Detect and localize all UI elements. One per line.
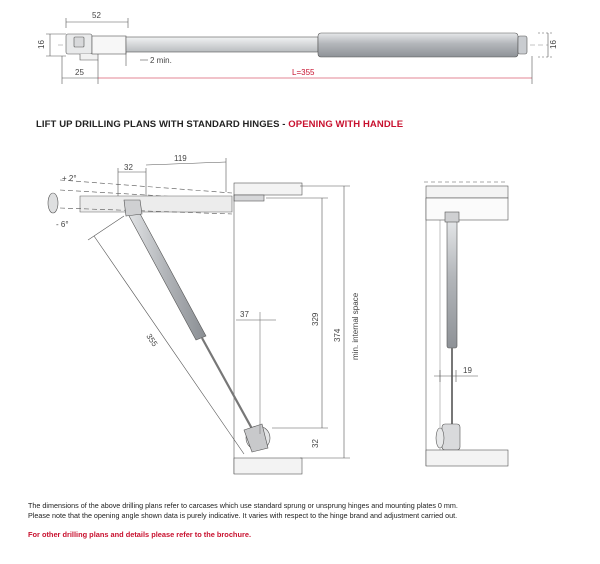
dim-angle-plus: + 2° [62, 174, 77, 183]
note-line-1: The dimensions of the above drilling pla… [28, 501, 458, 510]
dim-16-right: 16 [549, 40, 558, 49]
section-title: LIFT UP DRILLING PLANS WITH STANDARD HIN… [36, 119, 403, 130]
dim-119: 119 [174, 154, 187, 163]
dim-2-min: 2 min. [150, 56, 172, 65]
dim-52: 52 [92, 11, 101, 20]
dim-16-left: 16 [37, 40, 46, 49]
section-title-main: LIFT UP DRILLING PLANS WITH STANDARD HIN… [36, 119, 289, 130]
front-view-drawing [424, 181, 509, 467]
brochure-note: For other drilling plans and details ple… [28, 530, 251, 539]
dim-374: 374 [333, 328, 342, 342]
dim-32-top: 32 [124, 163, 133, 172]
dim-internal-space: min. internal space [351, 292, 360, 360]
dim-length-total: L=355 [292, 68, 315, 77]
side-view-drawing [47, 158, 350, 475]
dim-25: 25 [75, 68, 84, 77]
dim-angle-minus: - 6° [56, 220, 69, 229]
dim-19: 19 [463, 366, 472, 375]
section-title-accent: OPENING WITH HANDLE [288, 119, 404, 130]
dim-37: 37 [240, 310, 249, 319]
dim-329: 329 [311, 312, 320, 326]
dim-355: 355 [144, 332, 159, 349]
note-line-2: Please note that the opening angle shown… [28, 511, 458, 520]
gas-spring-top-view [46, 18, 552, 84]
dim-32-bottom: 32 [311, 439, 320, 448]
